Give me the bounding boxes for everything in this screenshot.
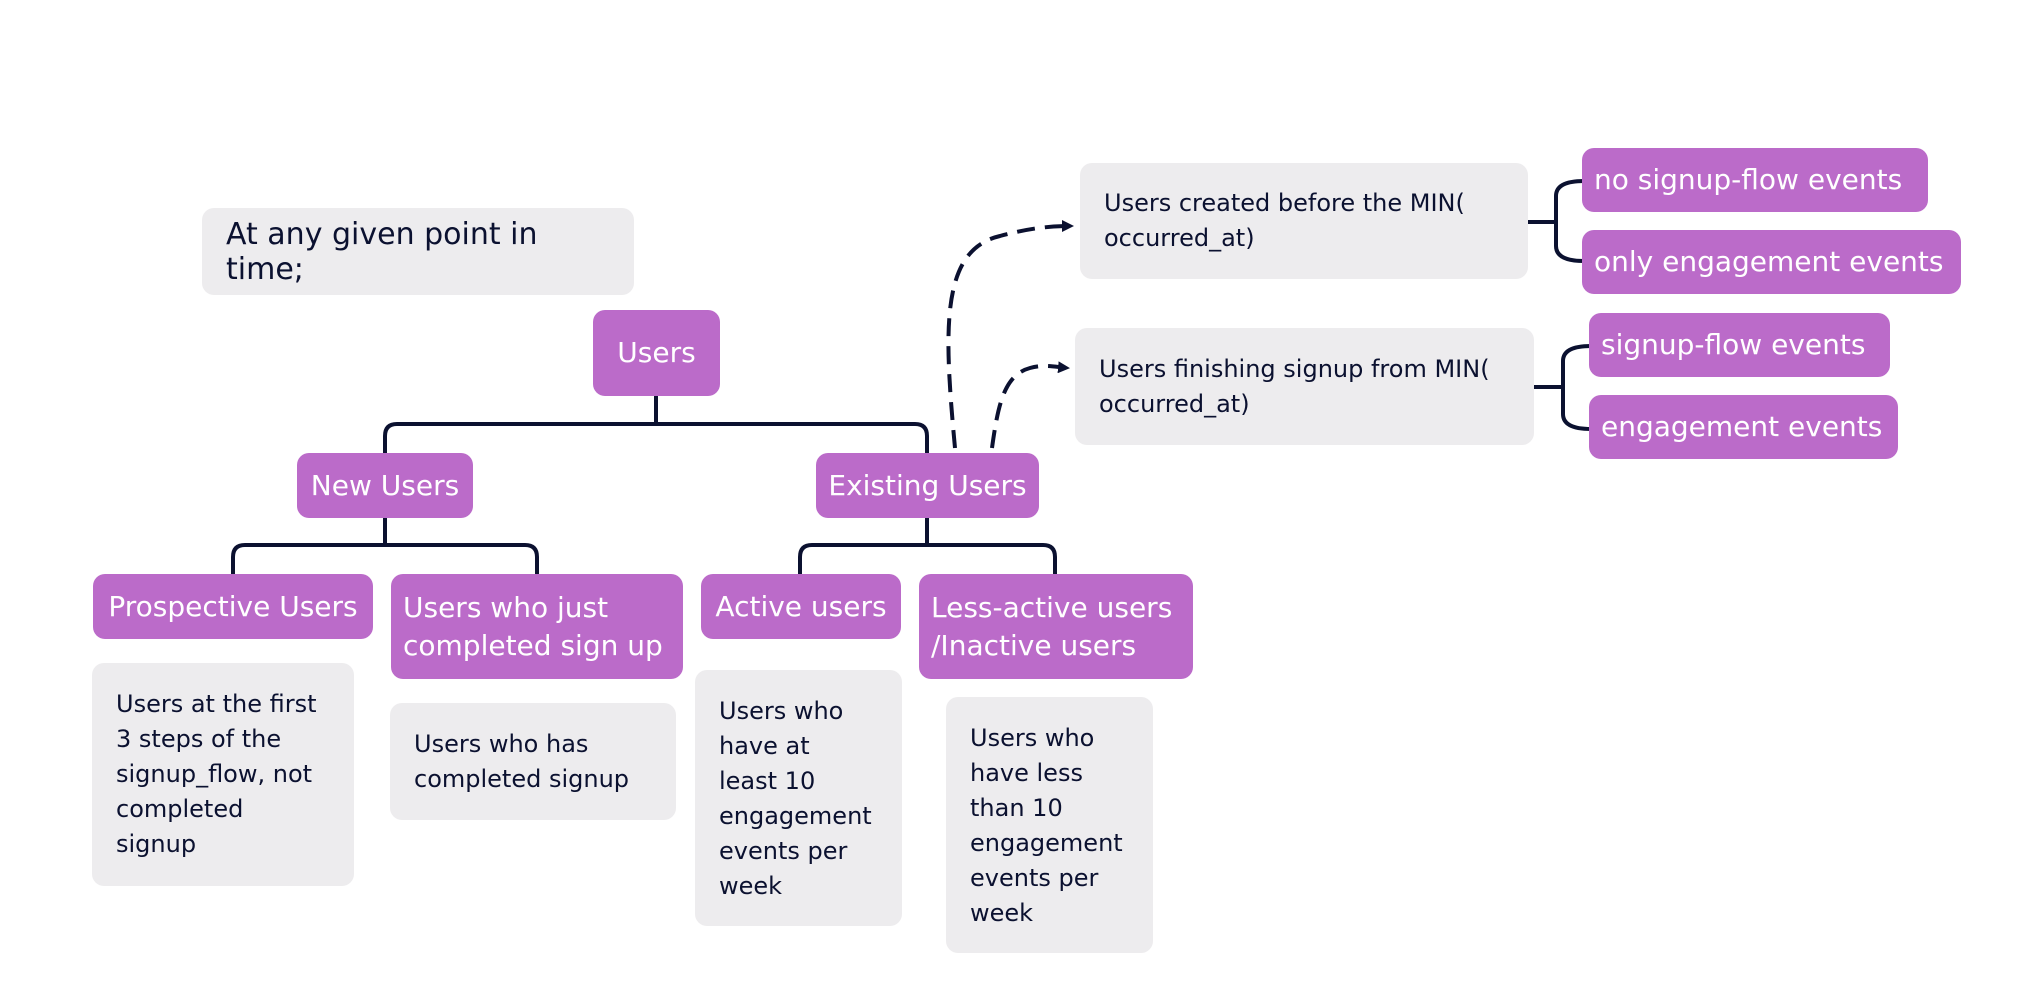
node-less-active-users-label: Less-active users /Inactive users <box>931 590 1173 662</box>
note-just-completed-signup: Users who has completed signup <box>390 703 676 820</box>
note-prospective-users-text: Users at the first 3 steps of the signup… <box>116 690 317 858</box>
node-existing-users: Existing Users <box>816 453 1039 518</box>
node-signup-flow-events-label: signup-flow events <box>1601 328 1866 361</box>
node-engagement-events: engagement events <box>1589 395 1898 459</box>
node-just-completed-signup-label: Users who just completed sign up <box>403 590 663 662</box>
node-just-completed-signup: Users who just completed sign up <box>391 574 683 679</box>
note-created-before: Users created before the MIN( occurred_a… <box>1080 163 1528 279</box>
node-active-users-label: Active users <box>715 589 887 623</box>
node-signup-flow-events: signup-flow events <box>1589 313 1890 377</box>
intro-note: At any given point in time; <box>202 208 634 295</box>
node-no-signup-flow-events: no signup-flow events <box>1582 148 1928 212</box>
bracket-created-before <box>1528 179 1585 263</box>
node-active-users: Active users <box>701 574 901 639</box>
node-prospective-users-label: Prospective Users <box>108 589 358 623</box>
node-existing-users-label: Existing Users <box>828 468 1027 502</box>
node-users: Users <box>593 310 720 396</box>
node-new-users-label: New Users <box>310 468 460 502</box>
note-finishing-signup: Users finishing signup from MIN( occurre… <box>1075 328 1534 445</box>
node-engagement-events-label: engagement events <box>1601 410 1883 443</box>
connector-existing-users-to-children <box>798 517 1057 574</box>
bracket-finishing-signup <box>1534 344 1592 431</box>
note-active-users-text: Users who have at least 10 engagement ev… <box>719 697 872 900</box>
dashed-arrow-to-created-before <box>946 220 1074 449</box>
node-new-users: New Users <box>297 453 473 518</box>
note-less-active-users: Users who have less than 10 engagement e… <box>946 697 1153 953</box>
connector-new-users-to-children <box>231 517 539 574</box>
note-less-active-users-text: Users who have less than 10 engagement e… <box>970 724 1123 927</box>
intro-text: At any given point in time; <box>226 216 538 287</box>
node-users-label: Users <box>617 336 696 369</box>
node-prospective-users: Prospective Users <box>93 574 373 639</box>
node-less-active-users: Less-active users /Inactive users <box>919 574 1193 679</box>
note-active-users: Users who have at least 10 engagement ev… <box>695 670 902 926</box>
dashed-arrow-to-finishing-signup <box>990 361 1070 449</box>
note-created-before-text: Users created before the MIN( occurred_a… <box>1104 189 1465 252</box>
note-just-completed-signup-text: Users who has completed signup <box>414 729 630 793</box>
connector-users-to-children <box>383 394 929 453</box>
node-only-engagement-events-label: only engagement events <box>1594 245 1944 278</box>
node-only-engagement-events: only engagement events <box>1582 230 1961 294</box>
note-finishing-signup-text: Users finishing signup from MIN( occurre… <box>1099 354 1490 418</box>
node-no-signup-flow-events-label: no signup-flow events <box>1594 163 1903 196</box>
note-prospective-users: Users at the first 3 steps of the signup… <box>92 663 354 886</box>
